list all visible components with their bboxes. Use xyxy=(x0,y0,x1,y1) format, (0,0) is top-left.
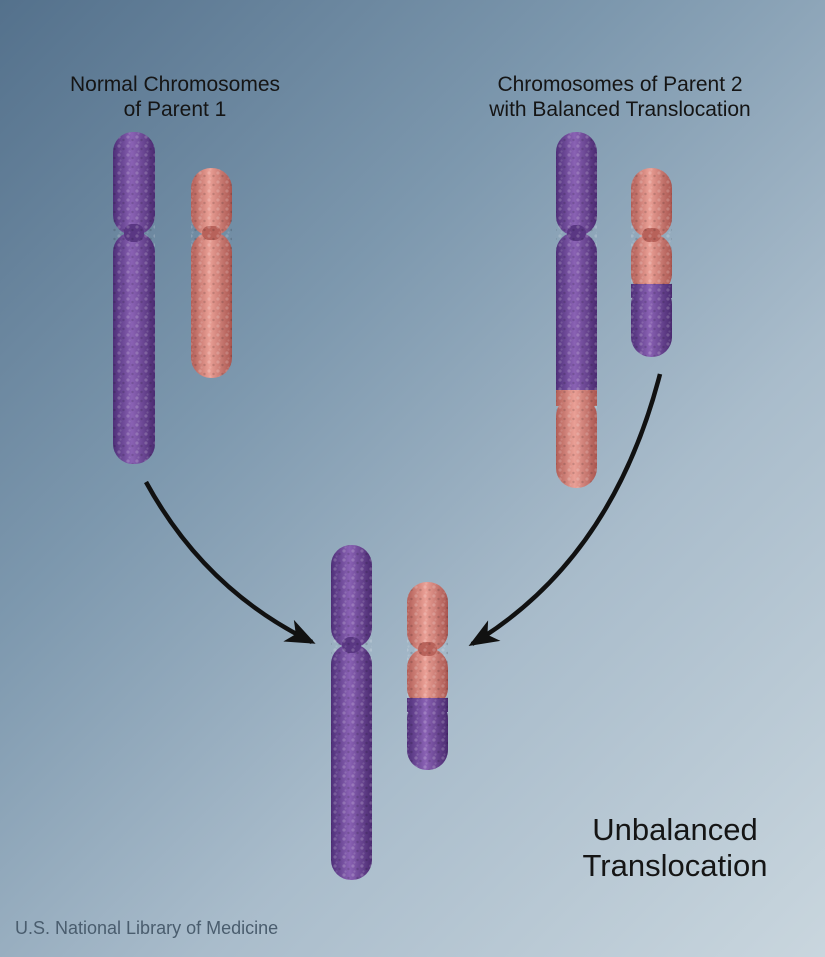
offspring-small-chromosome xyxy=(407,582,448,770)
arrow-from-parent1 xyxy=(144,480,316,645)
parent2-small-chromosome xyxy=(631,168,672,357)
result-label-line1: Unbalanced xyxy=(592,812,758,847)
parent2-label-line2: with Balanced Translocation xyxy=(489,98,751,121)
result-label-line2: Translocation xyxy=(582,848,768,883)
parent1-label-line1: Normal Chromosomes xyxy=(69,73,281,96)
parent2-large-chromosome xyxy=(556,132,597,488)
arrow-from-parent2 xyxy=(468,373,663,647)
parent1-large-chromosome xyxy=(113,132,155,464)
parent1-small-chromosome xyxy=(191,168,232,378)
parent1-label: Normal Chromosomes of Parent 1 xyxy=(10,72,340,122)
parent2-label: Chromosomes of Parent 2 with Balanced Tr… xyxy=(455,72,785,122)
result-label: Unbalanced Translocation xyxy=(560,812,790,884)
parent1-label-line2: of Parent 1 xyxy=(123,98,227,121)
offspring-large-chromosome xyxy=(331,545,372,880)
credit-text: U.S. National Library of Medicine xyxy=(15,918,279,938)
parent2-label-line1: Chromosomes of Parent 2 xyxy=(497,73,743,96)
